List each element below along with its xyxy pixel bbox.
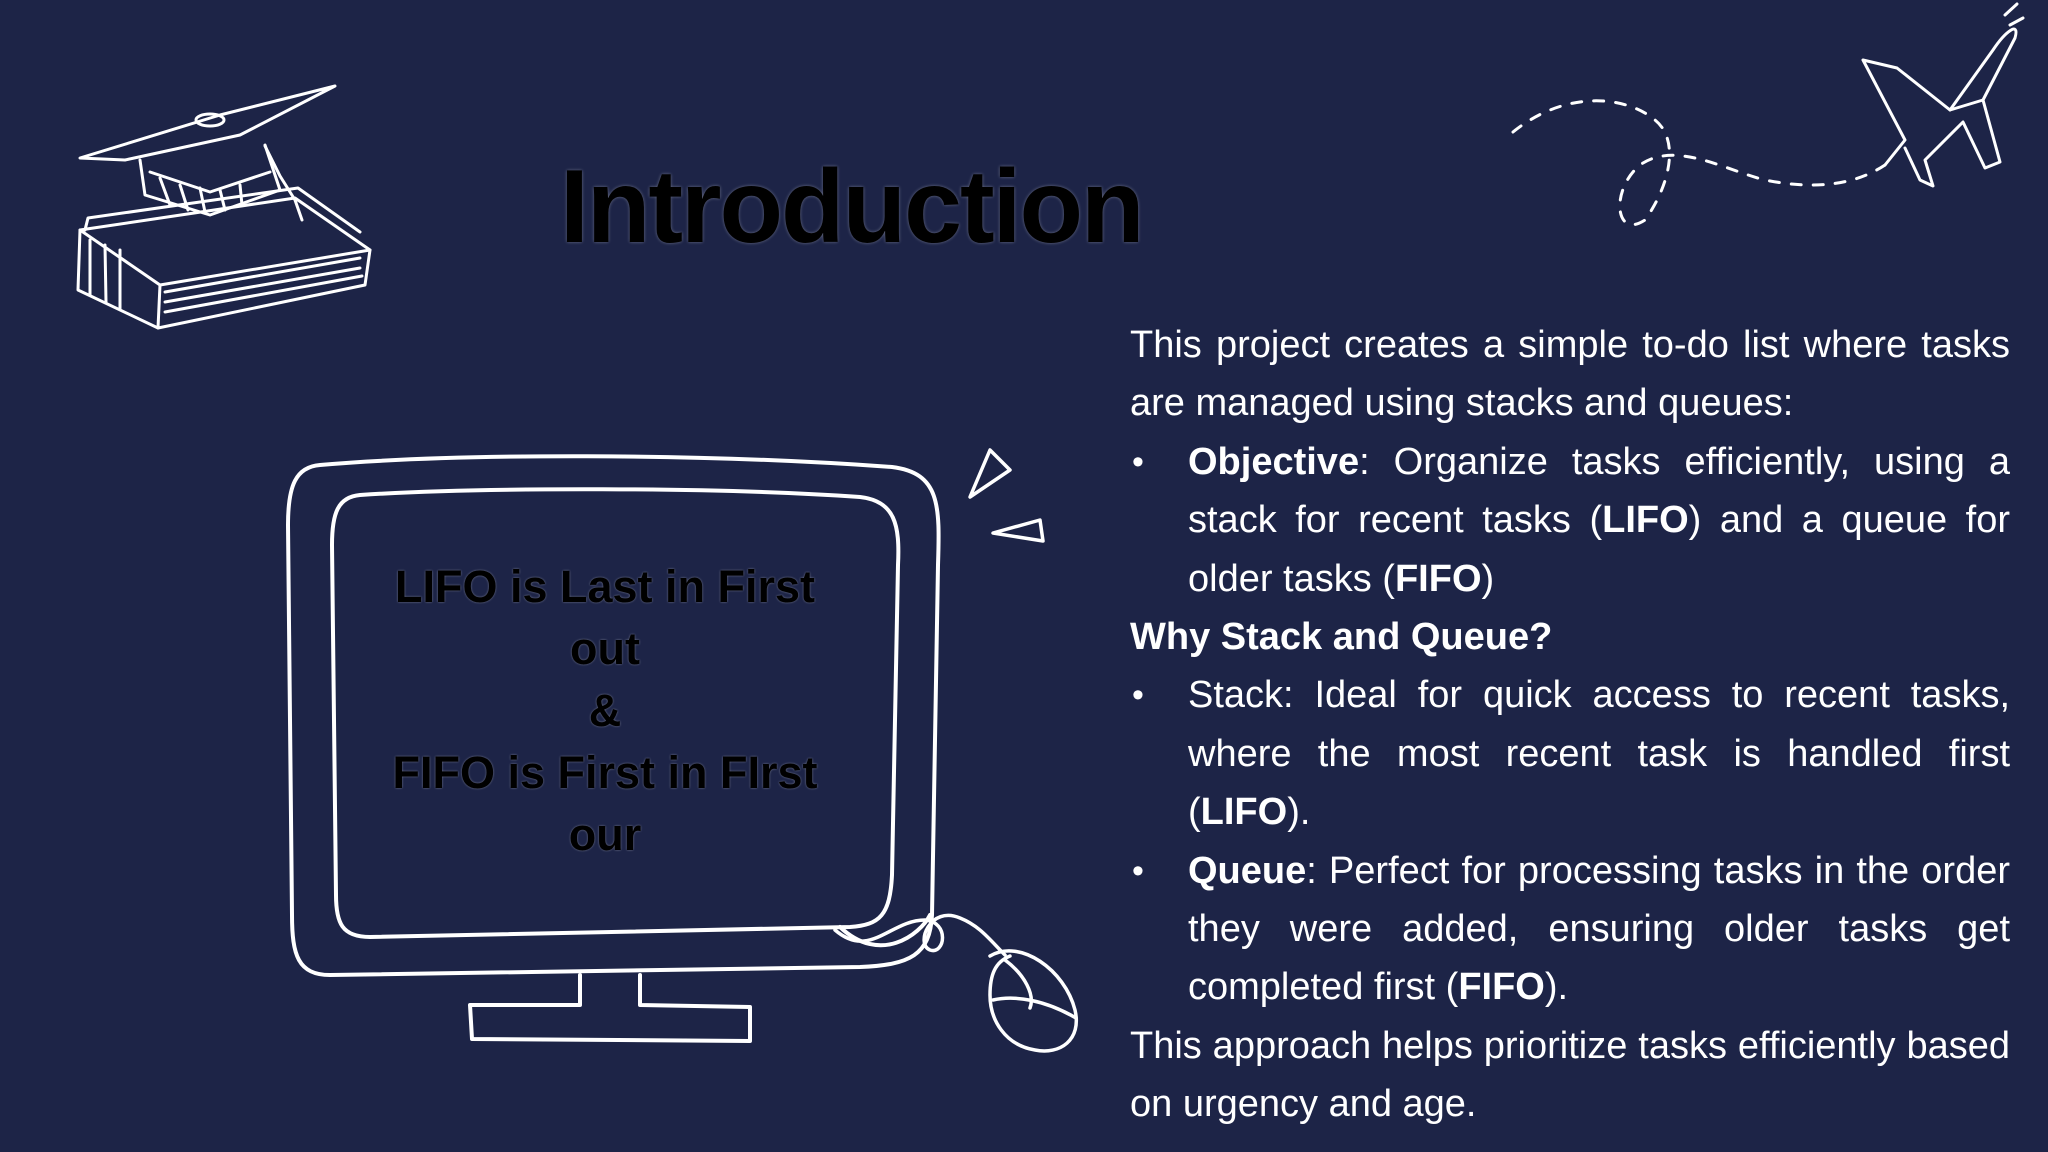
lifo-term: LIFO xyxy=(1200,791,1288,834)
queue-text: : Perfect for processing tasks in the or… xyxy=(1188,849,2010,1009)
screen-line: & xyxy=(588,685,622,736)
monitor-screen-text: LIFO is Last in First out & FIFO is Firs… xyxy=(360,556,850,866)
conclusion-paragraph: This approach helps prioritize tasks eff… xyxy=(1130,1024,2010,1126)
lifo-term: LIFO xyxy=(1602,499,1689,542)
objective-term: Objective xyxy=(1188,440,1360,483)
screen-line: out xyxy=(570,623,640,674)
stack-text: ). xyxy=(1287,791,1311,834)
screen-line: LIFO is Last in First xyxy=(394,561,816,612)
fifo-term: FIFO xyxy=(1458,966,1545,1009)
screen-line: FIFO is First in FIrst xyxy=(392,747,818,798)
slide-title: Introduction xyxy=(560,149,1145,265)
objective-item: Objective: Organize tasks efficiently, u… xyxy=(1130,433,2010,608)
why-heading: Why Stack and Queue? xyxy=(1130,616,1553,659)
objective-text: ) and a queue for older tasks ( xyxy=(1188,499,2010,600)
paper-airplane-icon xyxy=(1511,2,2025,227)
queue-item: Queue: Perfect for processing tasks in t… xyxy=(1130,842,2010,1017)
queue-text: ). xyxy=(1544,966,1569,1009)
objective-text: : Organize tasks efficiently, using a st… xyxy=(1188,440,2010,542)
stack-text: Stack: Ideal for quick access to recent … xyxy=(1188,674,2010,834)
fifo-term: FIFO xyxy=(1394,557,1482,600)
intro-paragraph: This project creates a simple to-do list… xyxy=(1130,324,2010,425)
computer-mouse-icon xyxy=(833,913,1079,1053)
screen-line: our xyxy=(568,809,642,860)
objective-list: Objective: Organize tasks efficiently, u… xyxy=(1130,433,2010,608)
graduation-cap-books-icon xyxy=(76,84,372,330)
objective-text: ) xyxy=(1481,557,1495,600)
computer-monitor-icon xyxy=(286,454,941,1043)
stack-item: Stack: Ideal for quick access to recent … xyxy=(1130,666,2010,841)
content-body: This project creates a simple to-do list… xyxy=(1130,316,2010,1134)
sparkle-triangles-icon xyxy=(968,448,1045,543)
reasons-list: Stack: Ideal for quick access to recent … xyxy=(1130,666,2010,1016)
queue-term: Queue xyxy=(1188,849,1307,892)
